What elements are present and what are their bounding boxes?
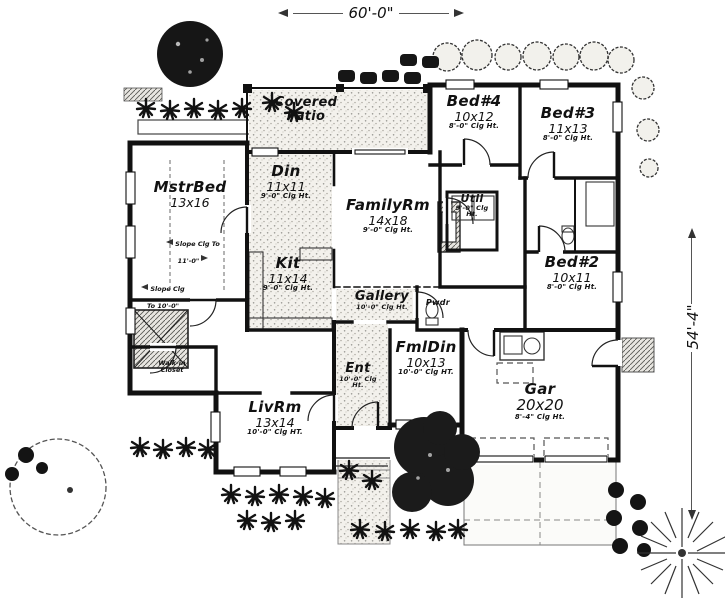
bush-cluster-icon <box>606 482 651 557</box>
gallery-floor <box>336 289 415 320</box>
dimension-width-text: 60'-0" <box>348 4 394 22</box>
din-kit-floor <box>249 154 332 328</box>
patio-floor <box>249 90 428 150</box>
vegetation <box>5 21 725 598</box>
planter-bed <box>123 87 163 102</box>
dimension-width: 60'-0" <box>278 4 465 22</box>
doors <box>148 137 622 430</box>
arrow-down-icon <box>688 510 696 520</box>
arrow-right-icon <box>454 9 465 17</box>
tree-spiky-icon <box>637 508 725 598</box>
arrow-up-icon <box>688 228 696 238</box>
entry-floor <box>336 324 388 426</box>
arrow-left-icon <box>278 9 288 17</box>
tree-outline-icon <box>5 438 107 536</box>
tree-dark-icon <box>157 21 223 87</box>
hedge-icon <box>338 54 439 84</box>
house-base <box>130 85 618 472</box>
hardscape <box>123 87 655 546</box>
dimension-depth-text: 54'-4" <box>684 304 702 350</box>
planter-box <box>137 119 251 135</box>
bush-row-icon <box>432 39 660 178</box>
foliage-cluster-icon <box>392 411 480 512</box>
ac-pad <box>621 337 655 373</box>
